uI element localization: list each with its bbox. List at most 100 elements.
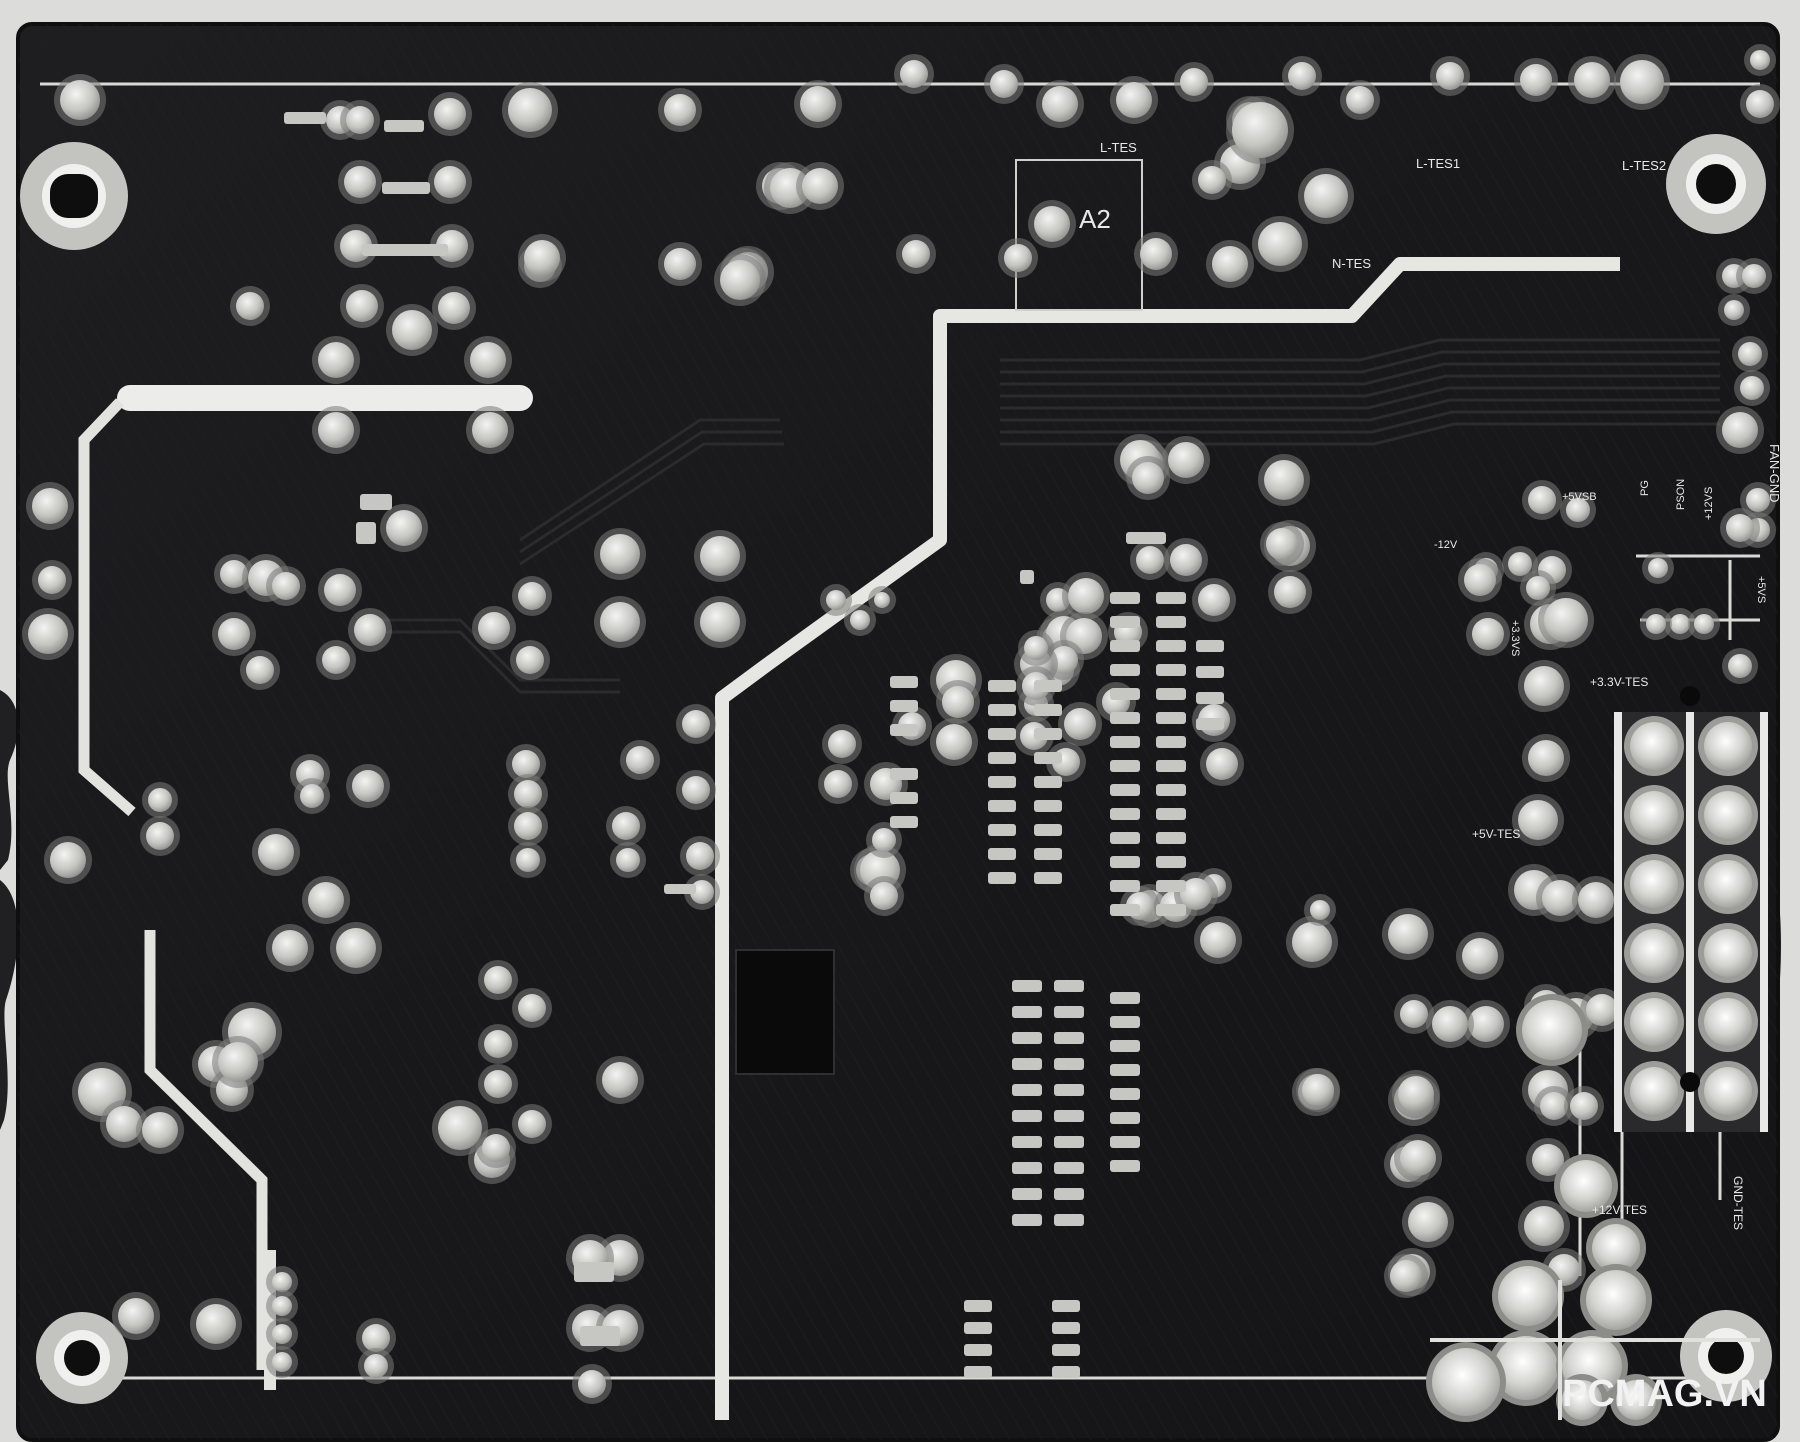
solder-pad-173: [1724, 300, 1744, 320]
solder-pad-55: [1266, 528, 1298, 560]
solder-pad-201: [936, 724, 972, 760]
connector-pad-5-1: [1704, 1067, 1752, 1115]
solder-pad-172: [1570, 1092, 1598, 1120]
label-pg: PG: [1639, 480, 1651, 496]
solder-pad-170: [1586, 994, 1618, 1026]
solder-pad-115: [272, 1272, 292, 1292]
solder-pad-103: [484, 1070, 512, 1098]
label-fan-gnd: FAN-GND: [1767, 444, 1782, 503]
connector-pad-4-1: [1704, 998, 1752, 1046]
solder-pad-2: [346, 106, 374, 134]
solder-pad-175: [1742, 264, 1766, 288]
smd-pad-62: [1110, 1136, 1140, 1148]
smd-pad-91: [1052, 1366, 1080, 1378]
smd-pad-50: [890, 676, 918, 688]
smd-pad-22: [1110, 856, 1140, 868]
solder-pad-89: [336, 928, 376, 968]
solder-pad-145: [1468, 1006, 1504, 1042]
smd-pad-75: [1054, 1006, 1084, 1018]
solder-pad-68: [246, 656, 274, 684]
solder-pad-220: [824, 770, 852, 798]
connector-pad-3-0: [1630, 929, 1678, 977]
solder-pad-96: [142, 1112, 178, 1148]
solder-pad-184: [1694, 614, 1714, 634]
a2-frame: [1015, 159, 1143, 311]
solder-pad-45: [346, 290, 378, 322]
solder-pad-71: [478, 612, 510, 644]
solder-pad-196: [1274, 576, 1306, 608]
smd-pad-20: [1110, 832, 1140, 844]
smd-pad-56: [1110, 992, 1140, 1004]
smd-pad-61: [1110, 1112, 1140, 1124]
wire-pad-9: [1616, 1380, 1656, 1420]
solder-pad-171: [1540, 1092, 1568, 1120]
solder-pad-58: [600, 602, 640, 642]
wire-pad-7: [1432, 1348, 1500, 1416]
smd-pad-79: [1054, 1110, 1084, 1122]
solder-pad-64: [324, 574, 356, 606]
mounting-hole-top-right: [1666, 134, 1766, 234]
solder-pad-86: [258, 834, 294, 870]
smd-pad-47: [1196, 666, 1224, 678]
solder-pad-206: [1068, 578, 1104, 614]
label-l-tes: L-TES: [1100, 140, 1137, 155]
smd-pad-33: [1034, 728, 1062, 740]
connector-hole-bottom: [1680, 1072, 1700, 1092]
solder-pad-185: [1646, 614, 1666, 634]
solder-pad-162: [1524, 666, 1564, 706]
solder-pad-111: [364, 1354, 388, 1378]
smd-pad-38: [988, 800, 1016, 812]
solder-pad-61: [220, 560, 248, 588]
solder-pad-163: [1528, 740, 1564, 776]
solder-pad-195: [1526, 576, 1550, 600]
solder-pad-186: [1726, 514, 1754, 542]
solder-pad-219: [828, 730, 856, 758]
solder-pad-66: [218, 618, 250, 650]
smd-pad-69: [1012, 1110, 1042, 1122]
solder-pad-202: [942, 686, 974, 718]
smd-pad-37: [1034, 776, 1062, 788]
smd-pad-11: [1156, 712, 1186, 724]
solder-pad-222: [872, 828, 896, 852]
smd-pad-41: [1034, 824, 1062, 836]
smd-pad-23: [1156, 856, 1186, 868]
label-plus33v-tes: +3.3V-TES: [1590, 675, 1648, 689]
solder-pad-192: [1464, 564, 1496, 596]
solder-pad-15: [1436, 62, 1464, 90]
solder-pad-7: [900, 60, 928, 88]
smd-pad-7: [1156, 664, 1186, 676]
label-n-tes: N-TES: [1332, 256, 1371, 271]
smd-pad-45: [1034, 872, 1062, 884]
solder-pad-19: [1746, 90, 1774, 118]
mounting-hole-top-left: [20, 142, 128, 250]
solder-pad-146: [1400, 1000, 1428, 1028]
solder-pad-104: [518, 1110, 546, 1138]
wire-pad-2: [1592, 1224, 1640, 1272]
solder-pad-60: [386, 510, 422, 546]
solder-pad-48: [318, 342, 354, 378]
solder-pad-114: [196, 1304, 236, 1344]
smd-pad-26: [1110, 904, 1140, 916]
smd-pad-92: [284, 112, 326, 124]
label-l-tes1: L-TES1: [1416, 156, 1460, 171]
solder-pad-189: [1508, 552, 1532, 576]
solder-pad-13: [1288, 62, 1316, 90]
solder-pad-88: [272, 930, 308, 966]
solder-pad-63: [272, 572, 300, 600]
solder-pad-216: [826, 590, 846, 610]
solder-pad-84: [686, 842, 714, 870]
solder-pad-85: [690, 880, 714, 904]
solder-pad-25: [1258, 222, 1302, 266]
smd-pad-82: [1054, 1188, 1084, 1200]
label-plus33vs: +3.3VS: [1509, 620, 1521, 656]
label-l-tes2: L-TES2: [1622, 158, 1666, 173]
smd-pad-10: [1110, 712, 1140, 724]
solder-pad-14: [1346, 86, 1374, 114]
smd-pad-46: [1196, 640, 1224, 652]
solder-pad-101: [518, 994, 546, 1022]
smd-pad-43: [1034, 848, 1062, 860]
solder-pad-95: [106, 1106, 142, 1142]
component-block: [735, 949, 835, 1075]
solder-pad-181: [1728, 654, 1752, 678]
